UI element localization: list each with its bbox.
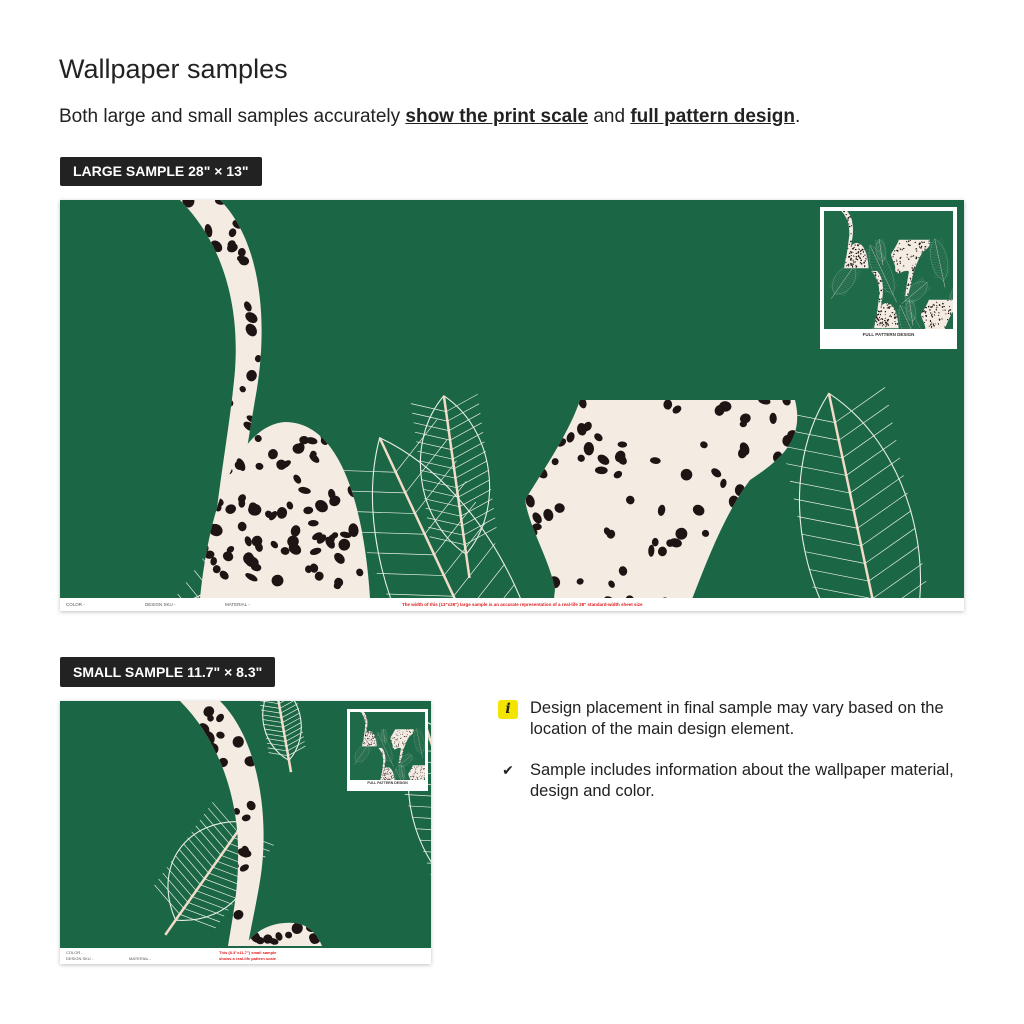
banana-leaf	[410, 393, 497, 579]
color-label: COLOR -	[66, 950, 83, 955]
info-text: Sample includes information about the wa…	[530, 761, 954, 800]
material-label: MATERIAL -	[129, 956, 152, 961]
banana-leaf	[904, 298, 917, 326]
subtitle-text: .	[795, 106, 801, 127]
leopard	[390, 729, 414, 763]
info-item-includes: ✔ Sample includes information about the …	[498, 760, 968, 802]
inset-caption: FULL PATTERN DESIGN	[862, 332, 915, 337]
info-icon: i	[498, 700, 518, 719]
check-icon: ✔	[502, 763, 514, 779]
banana-leaf	[259, 701, 306, 773]
banana-leaf	[411, 728, 425, 758]
material-label: MATERIAL -	[225, 602, 250, 607]
leopard-leaf-pattern	[154, 701, 431, 946]
mini-pattern	[829, 211, 953, 329]
mini-pattern	[353, 712, 425, 780]
scale-note-line1: This (8.3"x11.7") small sample	[219, 950, 277, 955]
leopard	[525, 400, 798, 598]
leopard	[245, 922, 322, 946]
leopard	[362, 731, 377, 747]
leopard	[874, 302, 899, 329]
large-sample-badge: LARGE SAMPLE 28" × 13"	[60, 157, 262, 186]
full-pattern-design-link[interactable]: full pattern design	[630, 106, 795, 127]
banana-leaf	[926, 237, 951, 288]
color-label: COLOR -	[66, 602, 85, 607]
full-pattern-inset: FULL PATTERN DESIGN	[347, 709, 428, 791]
pattern-thumbnail	[350, 712, 425, 780]
sample-footer: COLOR - DESIGN SKU - MATERIAL - This (8.…	[60, 948, 431, 964]
subtitle-text: Both large and small samples accurately	[59, 106, 406, 127]
banana-leaf	[901, 276, 932, 305]
page-subtitle: Both large and small samples accurately …	[59, 106, 800, 128]
sku-label: DESIGN SKU -	[66, 956, 94, 961]
leopard	[380, 767, 395, 780]
full-pattern-inset: FULL PATTERN DESIGN	[820, 207, 957, 349]
sample-footer: COLOR - DESIGN SKU - MATERIAL - The widt…	[60, 598, 964, 611]
scale-note-line2: shows a real-life pattern scale	[219, 956, 276, 961]
leopard	[920, 299, 953, 329]
banana-leaf	[380, 728, 388, 745]
scale-note: The width of this (13"x28") large sample…	[402, 602, 643, 607]
inset-caption: FULL PATTERN DESIGN	[367, 781, 408, 785]
info-item-placement: i Design placement in final sample may v…	[498, 698, 968, 740]
leopard-leaf-pattern	[109, 200, 927, 598]
leopard	[844, 242, 869, 269]
banana-leaf	[396, 751, 415, 768]
banana-leaf	[874, 238, 887, 266]
leopard	[200, 422, 370, 598]
small-sample-image: FULL PATTERN DESIGN COLOR - DESIGN SKU -…	[60, 701, 431, 964]
large-sample-image: FULL PATTERN DESIGN COLOR - DESIGN SKU -…	[60, 200, 964, 611]
page-title: Wallpaper samples	[59, 54, 288, 84]
sku-label: DESIGN SKU -	[145, 602, 176, 607]
pattern-artwork	[60, 200, 964, 598]
show-print-scale-link[interactable]: show the print scale	[405, 106, 589, 127]
subtitle-text: and	[588, 106, 631, 127]
info-list: i Design placement in final sample may v…	[498, 698, 968, 822]
info-text: Design placement in final sample may var…	[530, 699, 944, 738]
small-sample-badge: SMALL SAMPLE 11.7" × 8.3"	[60, 657, 276, 687]
banana-leaf	[398, 764, 406, 780]
banana-leaf	[774, 387, 927, 598]
leopard	[890, 239, 931, 296]
leopard	[408, 765, 425, 780]
pattern-thumbnail	[824, 211, 953, 329]
